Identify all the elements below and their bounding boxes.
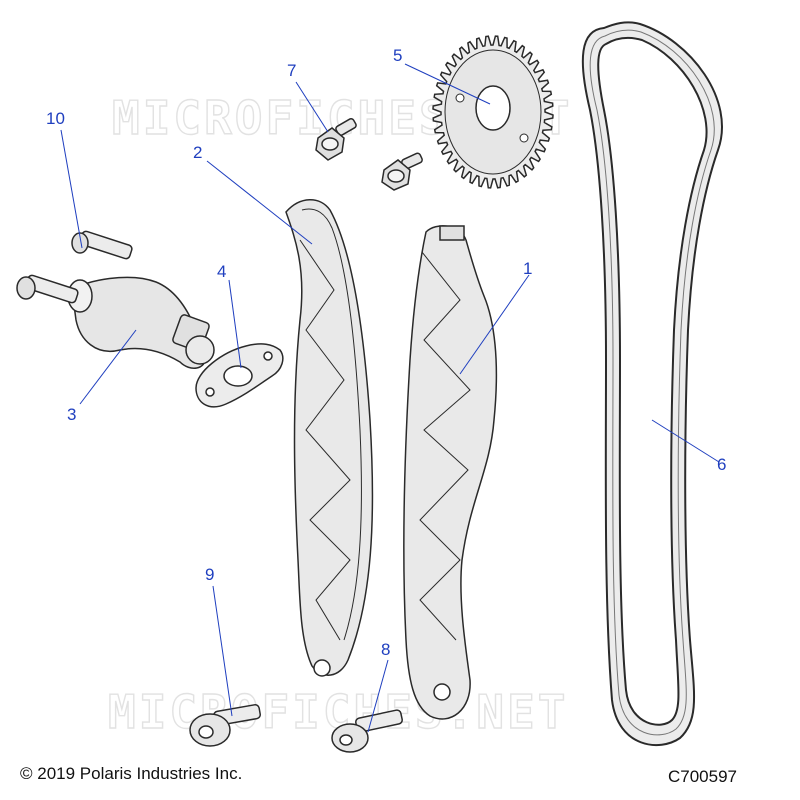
flange-bolt-upper [315, 118, 357, 161]
callout-1: 1 [523, 259, 532, 278]
callout-9: 9 [205, 565, 214, 584]
tensioner-bolt-upper [71, 230, 133, 260]
callout-7: 7 [287, 61, 296, 80]
guide-bolt [331, 709, 403, 753]
callout-2: 2 [193, 143, 202, 162]
callout-3: 3 [67, 405, 76, 424]
callout-8: 8 [381, 640, 390, 659]
cam-sprocket [432, 35, 554, 189]
illustration-number: C700597 [668, 767, 738, 786]
tensioner-bolt-lower [16, 274, 79, 304]
pivot-bolt [189, 703, 261, 747]
flange-bolt-lower [381, 152, 423, 191]
leader-lines [60, 63, 720, 733]
tensioner-gasket [195, 343, 284, 408]
timing-chain [581, 21, 723, 746]
copyright-notice: © 2019 Polaris Industries Inc. [20, 764, 243, 783]
chain-tensioner [67, 276, 215, 369]
chain-guide-right [403, 225, 498, 720]
callout-4: 4 [217, 262, 226, 281]
callout-10: 10 [46, 109, 65, 128]
callout-5: 5 [393, 46, 402, 65]
chain-guide-left [285, 199, 374, 677]
callout-6: 6 [717, 455, 726, 474]
